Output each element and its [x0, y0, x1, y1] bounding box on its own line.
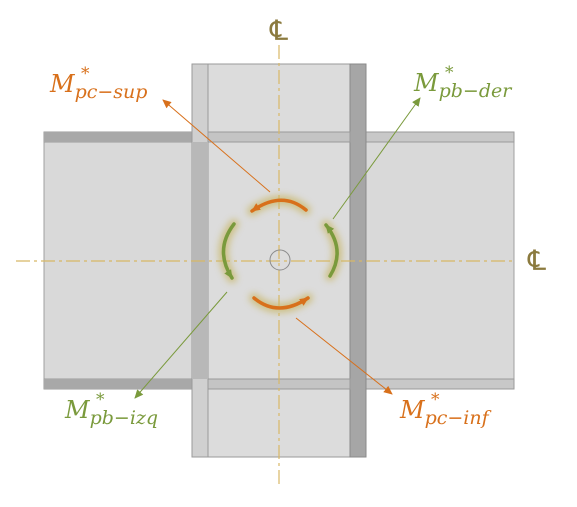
label-m-pc-inf-sub: pc−inf	[425, 407, 492, 429]
moment-arc-beam-left	[221, 222, 236, 280]
label-m-pb-izq-main: M	[64, 396, 91, 424]
label-m-pc-inf-main: M	[399, 396, 426, 424]
leader-pc-sup	[162, 99, 271, 193]
moment-arc-column-bottom	[252, 296, 310, 310]
svg-text:Mpc−sup: Mpc−sup	[49, 70, 147, 103]
leader-pb-der	[332, 97, 421, 220]
svg-text:Mpb−izq: Mpb−izq	[64, 396, 158, 429]
moment-arc-beam-right	[324, 223, 339, 278]
label-m-pc-inf-star: *	[431, 390, 440, 410]
label-m-pb-izq: Mpb−izq *	[64, 390, 158, 429]
label-m-pc-sup-star: *	[81, 64, 90, 84]
label-m-pb-der-sub: pb−der	[439, 80, 514, 102]
label-m-pc-sup-main: M	[49, 70, 76, 98]
leader-pb-izq	[134, 291, 228, 399]
svg-text:Mpc−inf: Mpc−inf	[399, 396, 492, 429]
moment-arcs	[221, 198, 339, 310]
centerlines	[16, 45, 516, 488]
leader-lines	[134, 97, 421, 399]
label-m-pb-der-star: *	[445, 63, 454, 83]
label-m-pc-sup: Mpc−sup *	[49, 64, 147, 103]
label-m-pb-der-main: M	[413, 69, 440, 97]
centerline-symbol-top: ℄	[269, 14, 288, 47]
label-m-pb-izq-sub: pb−izq	[90, 407, 159, 429]
label-m-pc-inf: Mpc−inf *	[399, 390, 492, 429]
moment-arc-column-top	[250, 198, 308, 213]
label-m-pb-der: Mpb−der *	[413, 63, 513, 102]
label-m-pc-sup-sub: pc−sup	[75, 81, 148, 103]
centerline-symbol-right: ℄	[527, 244, 546, 277]
svg-text:Mpb−der: Mpb−der	[413, 69, 513, 102]
joint-center-node	[269, 249, 291, 271]
leader-pc-inf	[295, 317, 393, 395]
label-m-pb-izq-star: *	[96, 390, 105, 410]
